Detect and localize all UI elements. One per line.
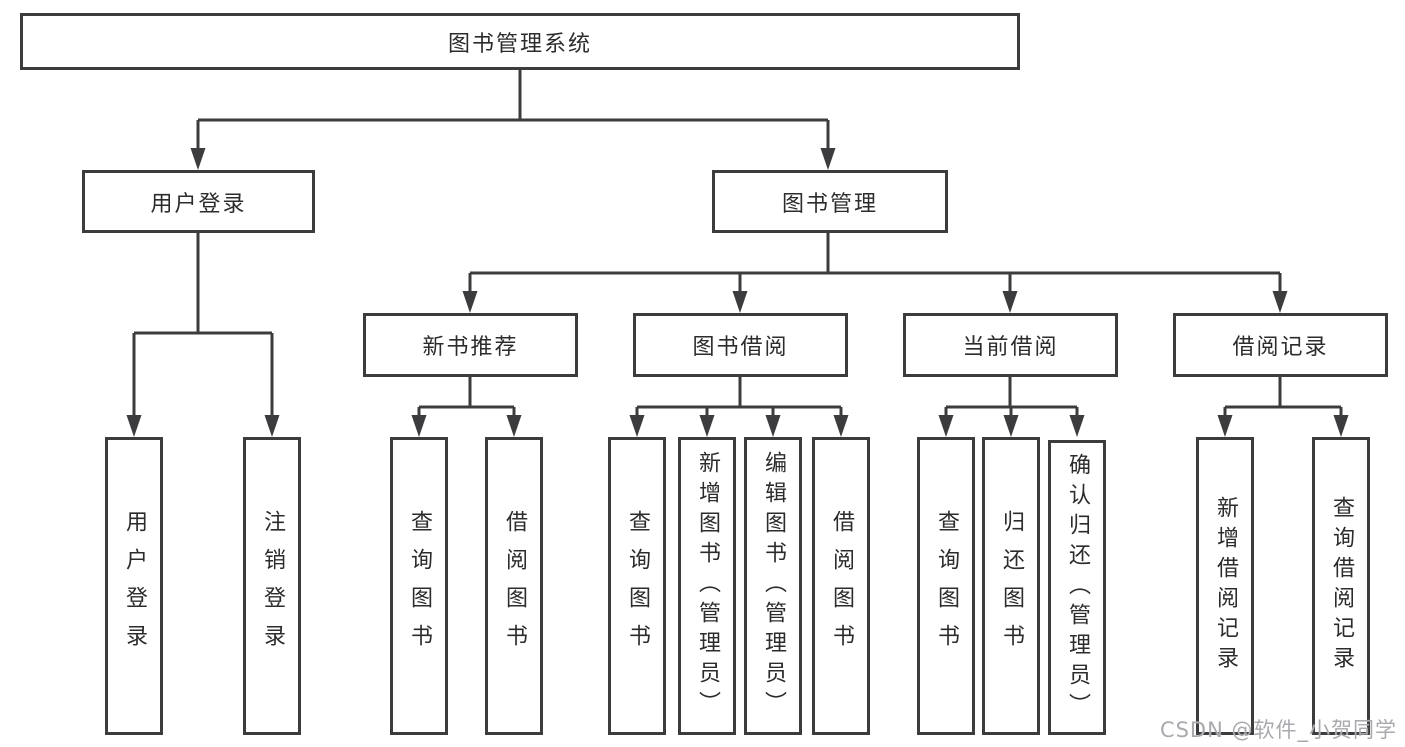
node-cb-confirm-return-admin: 确认归还（管理员） <box>1048 440 1106 735</box>
node-cb-return-books: 归还图书 <box>982 437 1040 735</box>
node-user-login: 用户登录 <box>82 170 315 233</box>
node-br-query-record: 查询借阅记录 <box>1312 437 1370 735</box>
node-nb-query-books: 查询图书 <box>390 437 448 735</box>
node-user-login-leaf: 用户登录 <box>105 437 163 735</box>
node-bb-add-books-admin: 新增图书（管理员） <box>678 437 736 735</box>
node-logout-leaf: 注销登录 <box>243 437 301 735</box>
node-borrowing-records: 借阅记录 <box>1173 313 1388 377</box>
connector-strokes <box>132 70 1343 417</box>
node-br-add-record: 新增借阅记录 <box>1196 437 1254 735</box>
node-current-borrowing: 当前借阅 <box>903 313 1118 377</box>
node-cb-query-books: 查询图书 <box>917 437 975 735</box>
node-book-management: 图书管理 <box>712 170 948 233</box>
node-root: 图书管理系统 <box>20 13 1020 70</box>
node-book-borrowing: 图书借阅 <box>633 313 848 377</box>
node-bb-query-books: 查询图书 <box>608 437 666 735</box>
node-bb-borrow-books: 借阅图书 <box>812 437 870 735</box>
csdn-watermark: CSDN @软件_小贺同学 <box>1159 718 1397 742</box>
connector-arrowheads <box>126 148 1349 437</box>
node-nb-borrow-books: 借阅图书 <box>485 437 543 735</box>
node-bb-edit-books-admin: 编辑图书（管理员） <box>744 437 802 735</box>
node-new-book-recommendation: 新书推荐 <box>363 313 578 377</box>
